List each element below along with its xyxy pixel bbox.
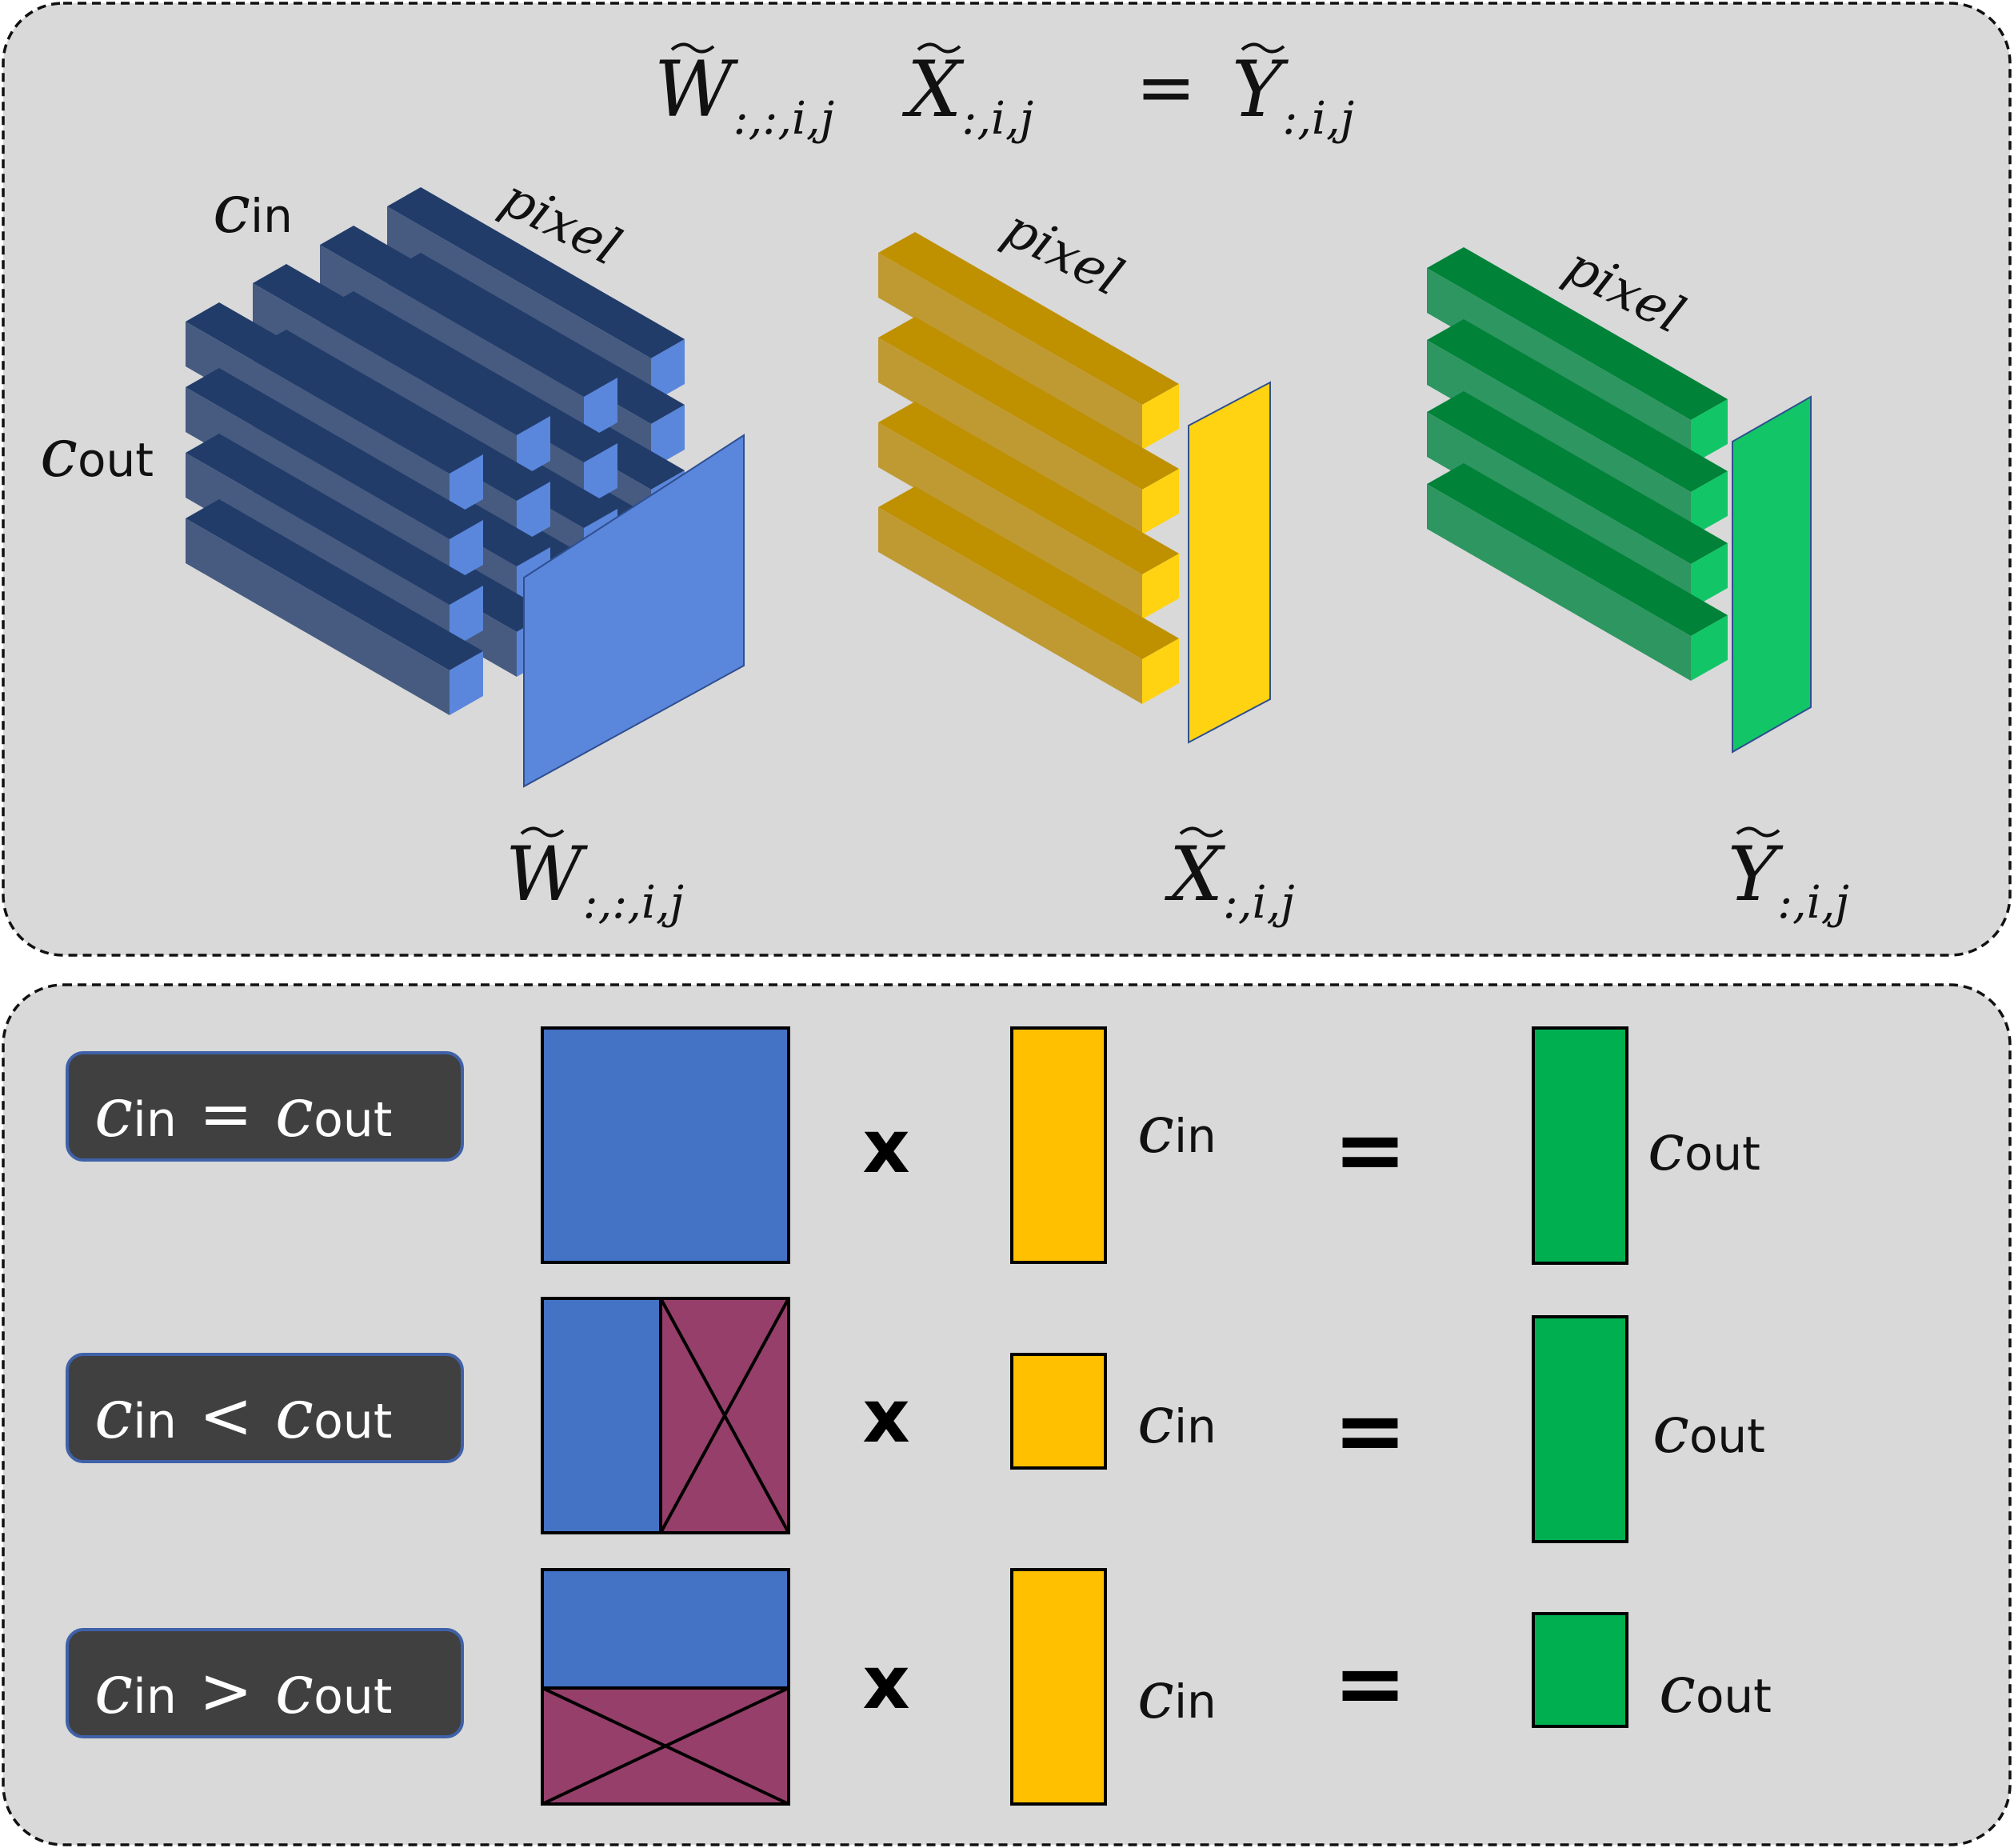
svg-text:Y:,i,j: Y:,i,j (1728, 831, 1849, 929)
times-sign: x (862, 1104, 909, 1190)
case-badge-less (66, 1353, 464, 1463)
bar-end-face (584, 443, 617, 507)
bar-end-face (584, 378, 617, 442)
svg-text:Y:,i,j: Y:,i,j (1232, 45, 1354, 145)
svg-text:W:,:,i,j: W:,:,i,j (654, 45, 834, 145)
bar-top-face (1427, 391, 1728, 564)
row-less: cin<cout x cin = cout (66, 1297, 1765, 1543)
bar-side-face (878, 253, 1142, 450)
eq-y-sub: :,i,j (1282, 93, 1354, 145)
eq-w-tilde (670, 42, 715, 54)
bar-top-face (320, 226, 617, 397)
bar-end-face (651, 405, 685, 469)
input-vector-label: cin (1137, 1092, 1217, 1168)
input-front-plane (1188, 381, 1271, 744)
eq-w-sub: :,:,i,j (733, 93, 834, 145)
bar-end-face (1691, 543, 1728, 609)
output-vector (1532, 1315, 1628, 1543)
bar-end-face (651, 339, 685, 403)
bar-top-face (186, 302, 483, 474)
bar-end-face (1142, 638, 1179, 704)
bar-end-face (1142, 554, 1179, 619)
svg-text:X:,i,j: X:,i,j (1164, 831, 1295, 929)
bar-top-face (387, 187, 685, 358)
bar-top-face (1427, 247, 1728, 420)
case-badge-greater (66, 1628, 464, 1738)
svg-text:X:,i,j: X:,i,j (901, 45, 1033, 145)
c-out-label: cout (40, 414, 154, 492)
caption-input: X:,i,j (1164, 826, 1295, 929)
input-vector (1010, 1568, 1107, 1806)
output-front-plane (1732, 395, 1812, 754)
bar-side-face (878, 422, 1142, 619)
bar-end-face (450, 586, 483, 650)
output-vector-label: cout (1652, 1392, 1765, 1468)
eq-w-base: W (654, 45, 739, 134)
equals-sign: = (1333, 1098, 1407, 1201)
times-sign: x (862, 1374, 909, 1459)
weight-matrix-bottom-masked (541, 1568, 790, 1806)
case-text-greater: cin>cout (94, 1650, 392, 1730)
bar-top-face (186, 434, 483, 605)
bar-side-face (878, 507, 1142, 704)
bar-top-face (186, 368, 483, 539)
bar-end-face (1691, 615, 1728, 681)
row-greater: cin>cout x cin = cout (66, 1568, 1772, 1806)
weight-front-plane (523, 434, 745, 788)
row-equal: cin=cout x cin = cout (66, 1026, 1760, 1265)
bar-end-face (1691, 471, 1728, 537)
bar-top-face (186, 499, 483, 670)
bar-top-face (1427, 319, 1728, 492)
input-vector (1010, 1353, 1107, 1470)
eq-x-tilde (917, 42, 961, 54)
equals-sign: = (1333, 1632, 1407, 1734)
bar-end-face (450, 651, 483, 715)
eq-y-base: Y (1232, 45, 1289, 134)
bottom-panel (2, 983, 2012, 1846)
output-vector (1532, 1612, 1628, 1728)
eq-x-sub: :,i,j (961, 93, 1033, 145)
eq-x-base: X (901, 45, 965, 134)
bar-end-face (450, 520, 483, 584)
output-vector-label: cout (1648, 1110, 1760, 1186)
bar-side-face (878, 338, 1142, 534)
case-text-equal: cin=cout (94, 1073, 392, 1153)
bar-top-face (878, 232, 1179, 405)
weight-matrix-square (541, 1026, 790, 1264)
bar-top-face (253, 264, 550, 435)
svg-text:W:,:,i,j: W:,:,i,j (505, 831, 684, 929)
input-vector-label: cin (1137, 1658, 1217, 1734)
eq-y-tilde (1241, 42, 1285, 54)
bar-end-face (517, 416, 550, 480)
bar-end-face (1691, 399, 1728, 465)
input-tensor-3d (878, 232, 1271, 744)
bar-side-face (1427, 484, 1691, 681)
eq-equals: = (1136, 46, 1196, 130)
bar-side-face (186, 518, 450, 715)
caption-output: Y:,i,j (1728, 826, 1849, 929)
input-vector (1010, 1026, 1107, 1264)
case-text-less: cin<cout (94, 1374, 392, 1454)
output-tensor-3d (1427, 247, 1812, 754)
bar-end-face (1142, 469, 1179, 534)
bar-top-face (878, 486, 1179, 659)
case-badge-equal (66, 1051, 464, 1162)
times-sign: x (862, 1640, 909, 1726)
bar-top-face (878, 402, 1179, 574)
input-vector-label: cin (1137, 1382, 1217, 1458)
equals-sign: = (1333, 1379, 1407, 1482)
main-equation: W:,:,i,j X:,i,j = Y:,i,j (654, 42, 1354, 145)
weight-matrix-right-masked (541, 1297, 790, 1534)
c-in-label: cin (213, 170, 293, 248)
caption-weight: W:,:,i,j (505, 826, 684, 929)
output-vector (1532, 1026, 1628, 1265)
bar-end-face (517, 482, 550, 546)
bar-end-face (450, 454, 483, 518)
bar-top-face (878, 317, 1179, 490)
bar-end-face (1142, 384, 1179, 450)
weight-tensor-3d (186, 187, 745, 788)
bar-top-face (1427, 463, 1728, 636)
output-vector-label: cout (1659, 1652, 1772, 1728)
